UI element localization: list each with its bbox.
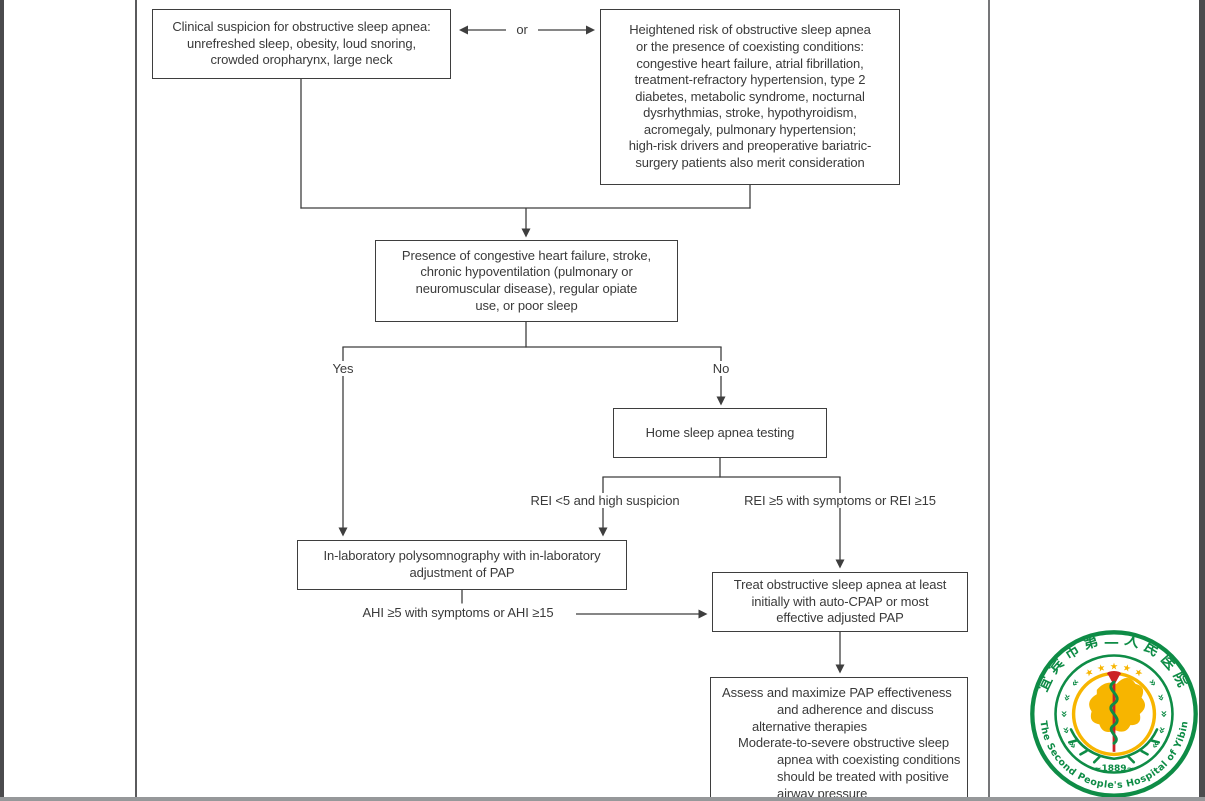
- svg-text:»: »: [1157, 710, 1170, 717]
- page-divider-left: [135, 0, 137, 801]
- svg-text:«: «: [1058, 710, 1071, 717]
- svg-text:★: ★: [1121, 662, 1132, 675]
- svg-text:★: ★: [1096, 662, 1107, 675]
- logo-map-icon: [1089, 677, 1146, 732]
- viewer-edge-right: [1199, 0, 1205, 801]
- label-or: or: [506, 22, 538, 37]
- assess-line: and adherence and discuss: [777, 701, 934, 717]
- assess-line: apnea with coexisting conditions: [777, 752, 961, 768]
- viewer-edge-bottom: [0, 797, 1205, 801]
- svg-text:«: «: [1060, 692, 1074, 702]
- label-rei-high: REI ≥5 with symptoms or REI ≥15: [728, 493, 952, 508]
- page-divider-right: [988, 0, 990, 801]
- assess-line: should be treated with positive: [777, 768, 949, 784]
- assess-line: alternative therapies: [752, 718, 867, 734]
- logo-asclepius-icon: [1107, 671, 1121, 752]
- label-yes: Yes: [322, 361, 364, 376]
- label-rei-low-suspicion: REI <5 and high suspicion: [518, 493, 692, 508]
- label-no: No: [700, 361, 742, 376]
- label-ahi: AHI ≥5 with symptoms or AHI ≥15: [342, 605, 574, 620]
- box-home-sleep-apnea-testing: Home sleep apnea testing: [613, 408, 827, 458]
- svg-text:★: ★: [1110, 661, 1118, 672]
- box-heightened-risk: Heightened risk of obstructive sleep apn…: [600, 9, 900, 185]
- box-in-laboratory-polysomnography: In-laboratory polysomnography with in-la…: [297, 540, 627, 590]
- box-treat-osa: Treat obstructive sleep apnea at least i…: [712, 572, 968, 632]
- svg-text:»: »: [1154, 692, 1168, 702]
- box-presence-conditions: Presence of congestive heart failure, st…: [375, 240, 678, 322]
- assess-line: Assess and maximize PAP effectiveness: [722, 685, 952, 700]
- box-assess-pap: Assess and maximize PAP effectiveness an…: [710, 677, 968, 801]
- box-clinical-suspicion: Clinical suspicion for obstructive sleep…: [152, 9, 451, 79]
- logo-laurel-icon: [1067, 728, 1161, 764]
- hospital-logo: 宜宾市第二人民医院 The Second People's Hospital o…: [1030, 630, 1198, 798]
- logo-year-text: ~1889~: [1094, 764, 1134, 774]
- assess-line: Moderate-to-severe obstructive sleep: [738, 735, 950, 751]
- svg-text:»: »: [1155, 725, 1169, 735]
- svg-text:«: «: [1059, 725, 1073, 735]
- viewer-edge-left: [0, 0, 4, 801]
